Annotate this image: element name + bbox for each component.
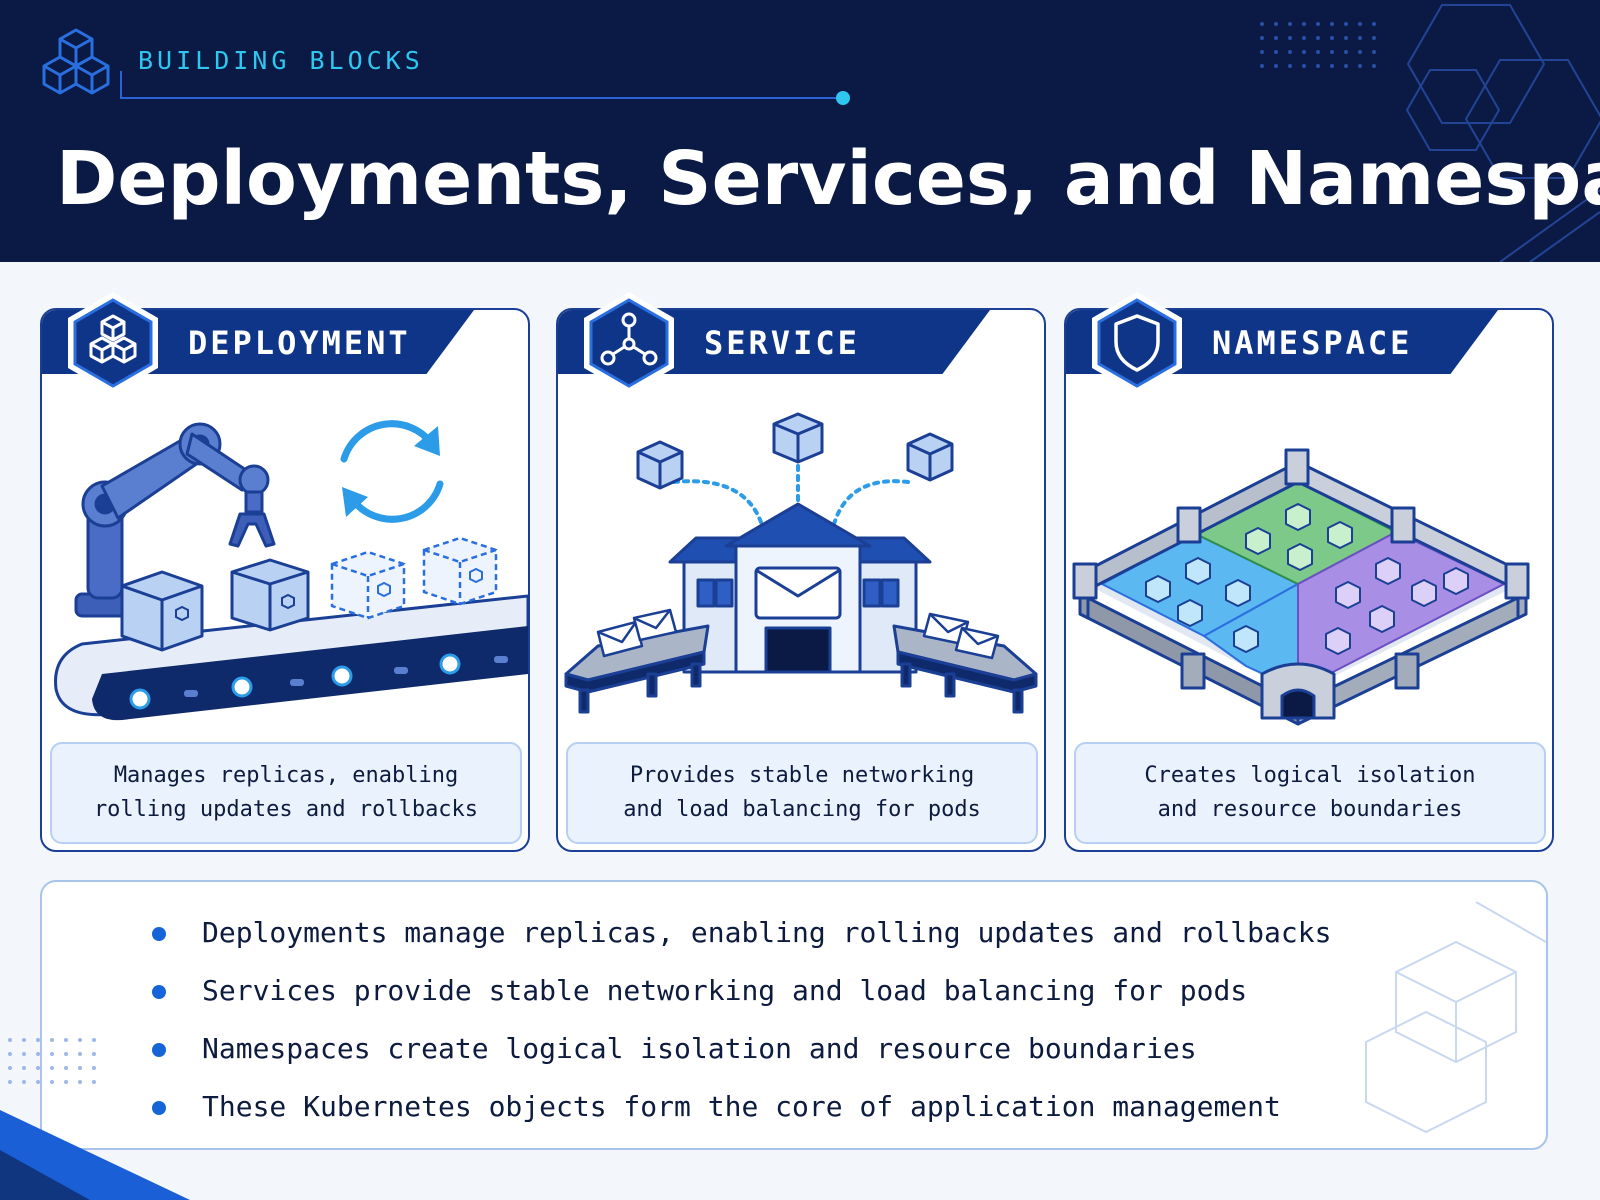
pending-pod-box bbox=[330, 536, 498, 620]
list-item: Namespaces create logical isolation and … bbox=[152, 1020, 1331, 1078]
pod-box bbox=[120, 558, 310, 652]
card-service: SERVICE bbox=[556, 308, 1046, 852]
list-item-text: Deployments manage replicas, enabling ro… bbox=[202, 916, 1332, 949]
list-item: Deployments manage replicas, enabling ro… bbox=[152, 904, 1331, 962]
pod-cube bbox=[636, 412, 954, 490]
card-title-service: SERVICE bbox=[704, 324, 860, 362]
card-description-service: Provides stable networking and load bala… bbox=[566, 742, 1038, 844]
card-title-namespace: NAMESPACE bbox=[1212, 324, 1413, 362]
card-deployment: DEPLOYMENT bbox=[40, 308, 530, 852]
card-description-line: and load balancing for pods bbox=[623, 797, 981, 822]
list-item: Services provide stable networking and l… bbox=[152, 962, 1331, 1020]
load-balancer-building bbox=[668, 502, 932, 674]
robot-arm bbox=[74, 422, 276, 618]
rolling-update-icon bbox=[340, 420, 444, 523]
page-title: Deployments, Services, and Namespaces bbox=[56, 136, 1600, 222]
summary-panel: Deployments manage replicas, enabling ro… bbox=[40, 880, 1548, 1150]
corner-decoration bbox=[0, 1038, 190, 1200]
card-description-line: Provides stable networking bbox=[629, 763, 975, 788]
shield-icon bbox=[1092, 292, 1182, 394]
network-nodes-icon bbox=[584, 292, 674, 394]
list-item-text: Namespaces create logical isolation and … bbox=[202, 1032, 1197, 1065]
request-envelope-icon bbox=[596, 608, 1000, 660]
card-description-line: Creates logical isolation bbox=[1144, 763, 1476, 788]
bullet-dot bbox=[152, 985, 166, 999]
summary-list: Deployments manage replicas, enabling ro… bbox=[152, 904, 1331, 1136]
eyebrow-underline bbox=[120, 71, 842, 99]
robot-arm-conveyor-illustration bbox=[54, 420, 528, 721]
card-description-line: and resource boundaries bbox=[1157, 797, 1463, 822]
summary-decoration bbox=[1365, 901, 1546, 1134]
namespace-wall bbox=[1072, 448, 1530, 726]
list-item-text: These Kubernetes objects form the core o… bbox=[202, 1090, 1281, 1123]
header-decoration bbox=[42, 4, 1600, 262]
card-description-line: rolling updates and rollbacks bbox=[93, 797, 479, 822]
bullet-dot bbox=[152, 1043, 166, 1057]
list-item: These Kubernetes objects form the core o… bbox=[152, 1078, 1331, 1136]
walled-namespace-illustration bbox=[1072, 448, 1530, 726]
cubes-icon bbox=[68, 292, 158, 394]
card-description-line: Manages replicas, enabling bbox=[113, 763, 459, 788]
eyebrow-dot bbox=[836, 91, 850, 105]
building-blocks-logo-icon bbox=[42, 28, 110, 95]
eyebrow-label: BUILDING BLOCKS bbox=[138, 46, 424, 75]
list-item-text: Services provide stable networking and l… bbox=[202, 974, 1248, 1007]
card-description-deployment: Manages replicas, enabling rolling updat… bbox=[50, 742, 522, 844]
card-description-namespace: Creates logical isolation and resource b… bbox=[1074, 742, 1546, 844]
bullet-dot bbox=[152, 927, 166, 941]
bullet-dot bbox=[152, 1101, 166, 1115]
card-title-deployment: DEPLOYMENT bbox=[188, 324, 411, 362]
header-banner: BUILDING BLOCKS Deployments, Services, a… bbox=[0, 0, 1600, 262]
service-building-illustration bbox=[564, 412, 1038, 714]
